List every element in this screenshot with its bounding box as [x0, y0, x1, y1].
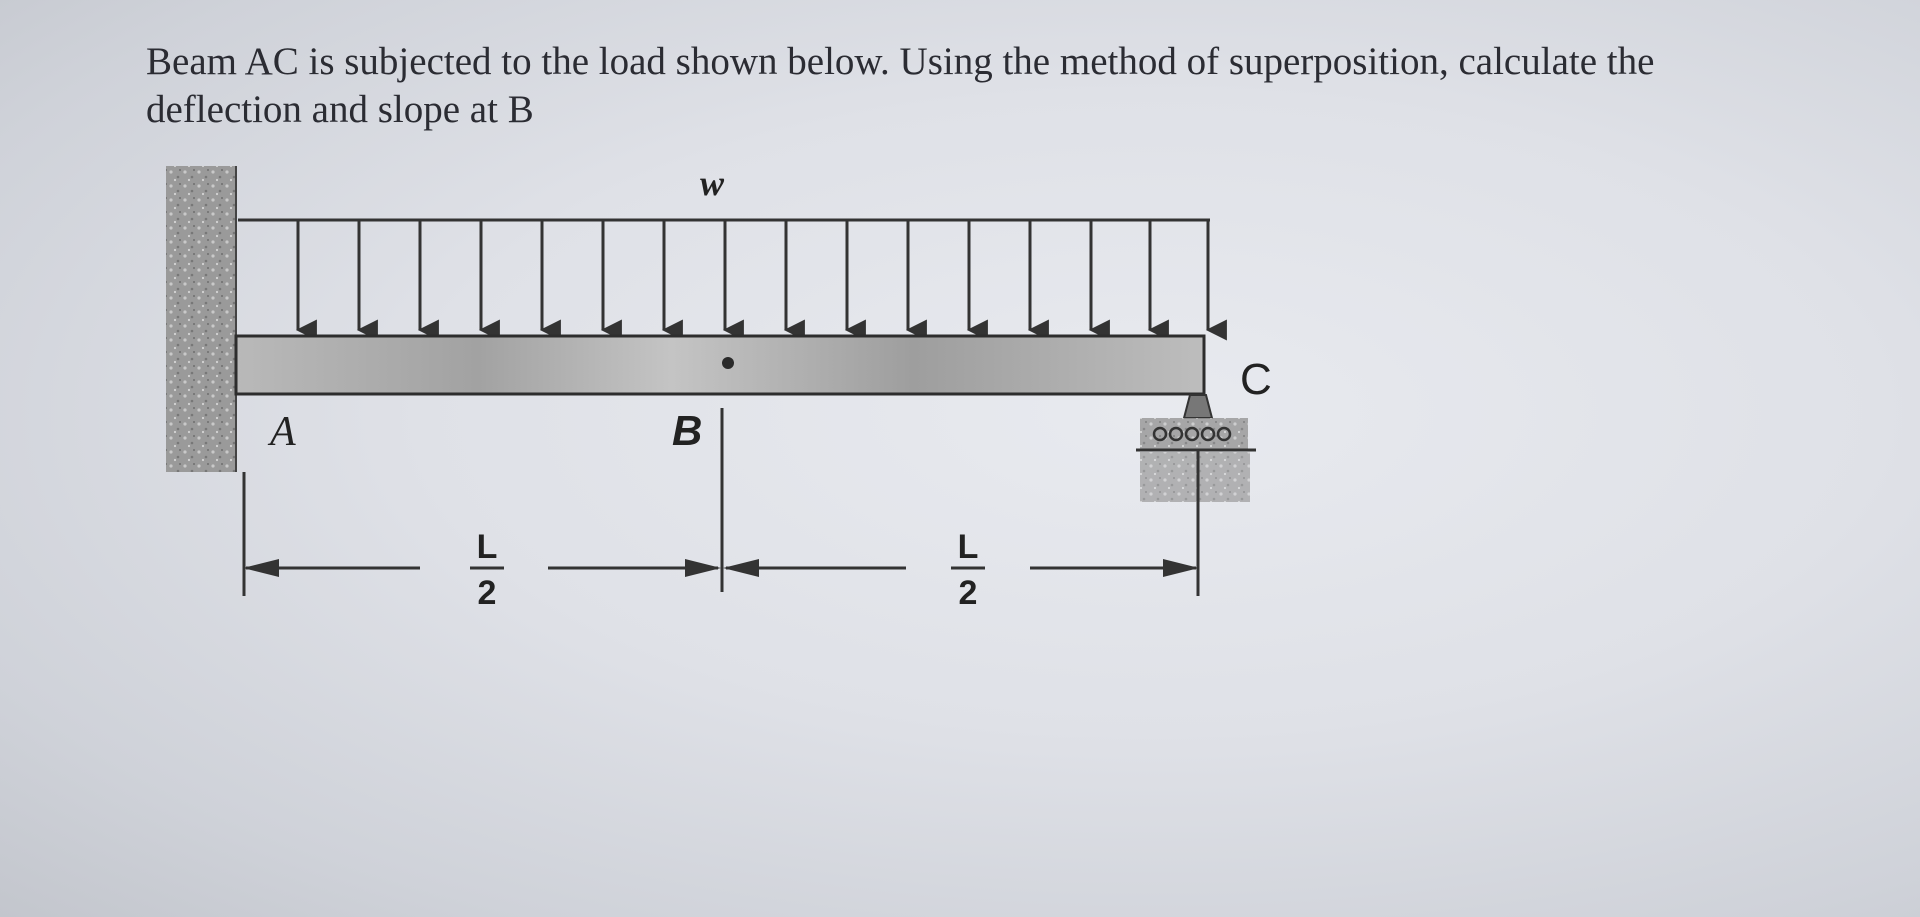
- load-label: w: [700, 163, 725, 203]
- problem-text-line-1: Beam AC is subjected to the load shown b…: [146, 40, 1655, 83]
- span-right-denominator: 2: [959, 574, 978, 612]
- roller-support: [1136, 394, 1256, 502]
- beam-body: [234, 334, 1206, 396]
- span-left-numerator: L: [477, 528, 498, 566]
- problem-statement: Beam AC is subjected to the load shown b…: [146, 38, 1826, 134]
- point-b-marker: [722, 357, 734, 369]
- distributed-load-arrows: [295, 220, 1227, 341]
- point-b-label: B: [672, 407, 702, 454]
- point-c-label: C: [1240, 355, 1272, 404]
- span-left-denominator: 2: [478, 574, 497, 612]
- problem-text-line-2: deflection and slope at B: [146, 88, 534, 131]
- point-a-label: A: [267, 409, 296, 455]
- span-right-label: L 2: [951, 528, 985, 612]
- span-right-numerator: L: [958, 528, 979, 566]
- fixed-wall-support: [166, 166, 236, 472]
- span-left-label: L 2: [470, 528, 504, 612]
